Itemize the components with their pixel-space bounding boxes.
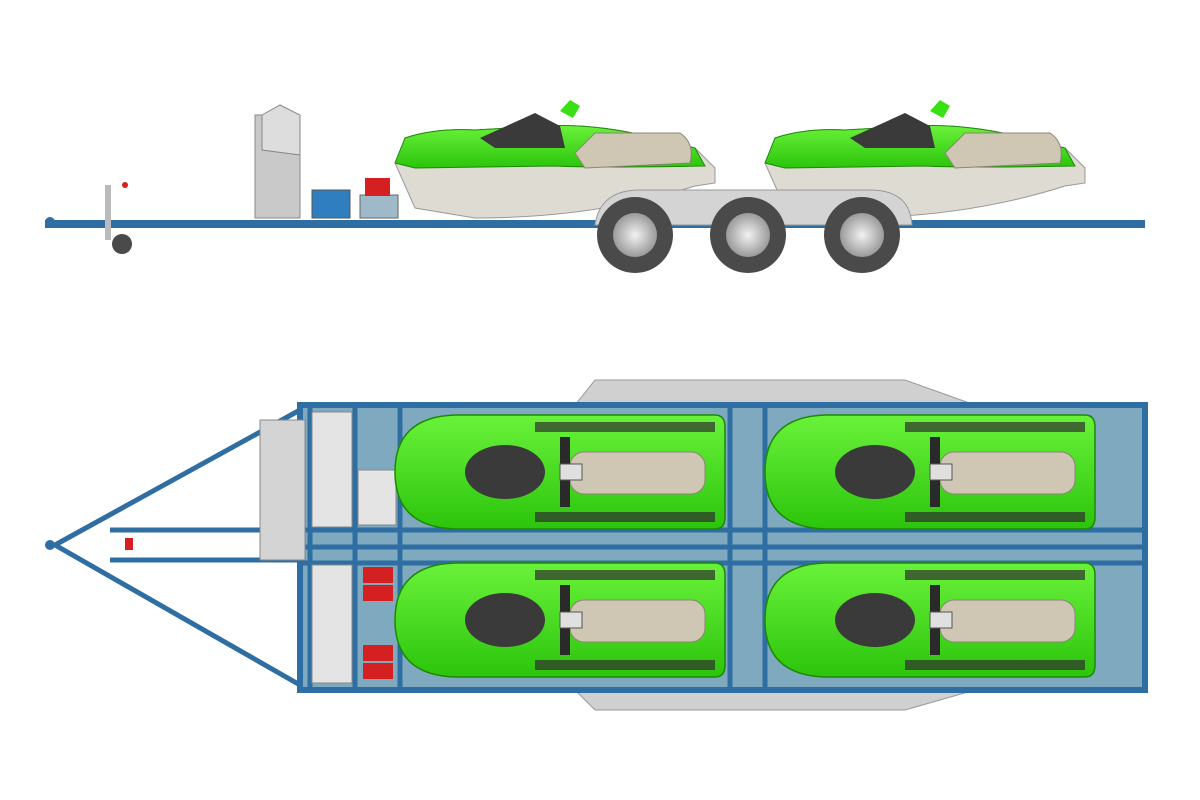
- side-view: [45, 99, 1145, 273]
- jetski-top-4: [764, 562, 1096, 678]
- hitch-coupler-top: [45, 540, 55, 550]
- jetski-top-1: [394, 414, 726, 530]
- jack-top: [125, 538, 133, 550]
- winch: [365, 178, 390, 196]
- wheel-1: [597, 197, 673, 273]
- storage-box: [311, 189, 351, 219]
- wheel-2: [710, 197, 786, 273]
- winch-stand: [359, 194, 399, 219]
- fuel-cans: [363, 567, 393, 679]
- jetski-top-2: [764, 414, 1096, 530]
- top-view: [45, 379, 1148, 711]
- storage-box-top: [357, 469, 397, 526]
- jack-post: [105, 185, 111, 240]
- hitch-coupler: [45, 217, 55, 227]
- jockey-wheel: [112, 234, 132, 254]
- ramp-top: [573, 379, 976, 406]
- tool-box-top: [259, 419, 306, 561]
- front-panel-top: [311, 411, 353, 528]
- jack-handle-knob: [122, 182, 128, 188]
- wheel-3: [824, 197, 900, 273]
- front-panel-bottom: [311, 564, 353, 684]
- jetski-top-3: [394, 562, 726, 678]
